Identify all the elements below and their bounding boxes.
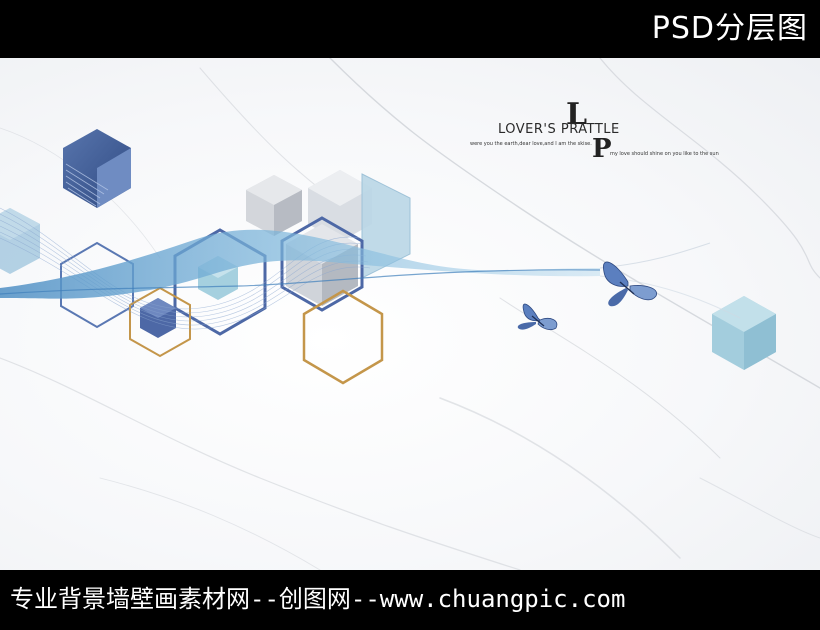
gray-cube-small: [246, 175, 302, 236]
logo-subtitle-right: my love should shine on you like to the …: [610, 151, 719, 157]
small-navy-cube: [140, 298, 176, 338]
top-banner: PSD分层图: [0, 0, 820, 58]
lovers-prattle-logo: L LOVER'S PRATTLE were you the earth,dea…: [462, 100, 732, 210]
navy-hex-cube: [63, 129, 131, 208]
logo-letter-p: P: [592, 134, 612, 164]
right-sky-cube: [712, 296, 776, 370]
footer-banner: 专业背景墙壁画素材网--创图网--www.chuangpic.com: [0, 570, 820, 630]
footer-watermark: 专业背景墙壁画素材网--创图网--www.chuangpic.com: [10, 585, 626, 613]
left-edge-cube: [0, 208, 40, 274]
psd-layer-badge: PSD分层图: [651, 11, 808, 46]
wallpaper-canvas: L LOVER'S PRATTLE were you the earth,dea…: [0, 58, 820, 570]
gold-hex-outline-right: [302, 289, 384, 385]
butterfly-small: [517, 303, 558, 331]
logo-letter-l: L: [566, 97, 588, 132]
artwork-svg: [0, 58, 820, 570]
butterfly-large: [602, 261, 657, 307]
marble-cube: [308, 170, 372, 242]
logo-title: LOVER'S PRATTLE: [498, 122, 620, 137]
logo-subtitle-left: were you the earth,dear love,and I am th…: [470, 141, 592, 147]
